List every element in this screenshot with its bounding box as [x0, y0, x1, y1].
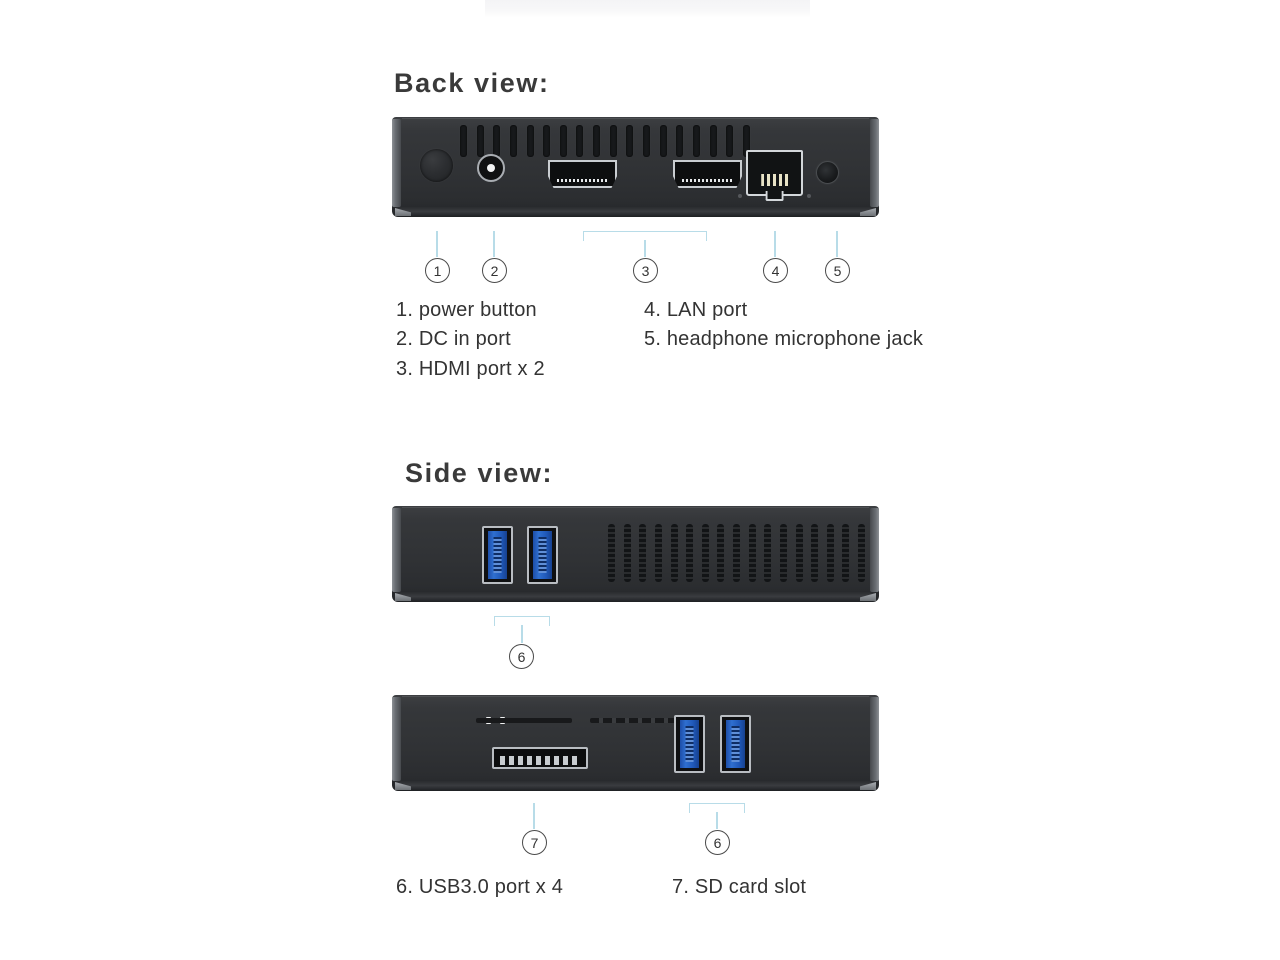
legend-item-3: 3. HDMI port x 2: [396, 358, 545, 380]
chassis-left-edge: [392, 697, 401, 781]
callout-marker-7: 7: [522, 830, 547, 855]
back-view-heading: Back view:: [394, 68, 550, 98]
usb-blue-insert: [532, 531, 553, 579]
side-panel-device-usb: [392, 506, 879, 602]
chassis-right-edge: [870, 697, 879, 781]
chassis-top-highlight: [402, 696, 869, 697]
callout-drop-6a: [521, 625, 523, 643]
sd-contact-pins: [499, 756, 581, 765]
side-view-callouts-top: 6: [494, 616, 550, 669]
callout-bracket-6a: [494, 616, 550, 626]
chassis-left-edge: [392, 119, 401, 207]
hdmi-pin-row: [682, 178, 733, 183]
hdmi-port-2[interactable]: [673, 160, 742, 188]
callout-line-1: [436, 231, 438, 257]
legend-item-2: 2. DC in port: [396, 328, 511, 350]
hdmi-pin-row: [557, 178, 608, 183]
callout-line-2: [493, 231, 495, 257]
usb-3-port-1[interactable]: [482, 526, 513, 584]
callout-marker-4: 4: [763, 258, 788, 283]
chassis-bottom-bevel: [396, 781, 875, 791]
device-chassis: [392, 695, 879, 791]
side-panel-device-sd: [392, 695, 879, 791]
callout-line-4: [774, 231, 776, 257]
lan-latch-notch: [765, 191, 784, 201]
callout-marker-6b: 6: [705, 830, 730, 855]
usb-blue-insert: [679, 720, 700, 768]
legend-item-7: 7. SD card slot: [672, 876, 807, 898]
lan-screw-left: [738, 194, 742, 198]
legend-item-1: 1. power button: [396, 299, 537, 321]
chassis-left-edge: [392, 508, 401, 592]
callout-marker-5: 5: [825, 258, 850, 283]
usb-3-port-3[interactable]: [674, 715, 705, 773]
back-view-callouts: 1 2 3 4 5: [0, 0, 1280, 300]
callout-marker-2: 2: [482, 258, 507, 283]
microsd-slit[interactable]: [476, 718, 572, 723]
callout-bracket-3: [583, 231, 707, 241]
dc-in-port[interactable]: [477, 154, 505, 182]
callout-bracket-6b: [689, 803, 745, 813]
side-view-heading: Side view:: [405, 458, 554, 488]
legend-item-4: 4. LAN port: [644, 299, 748, 321]
chassis-bottom-bevel: [396, 592, 875, 602]
sd-card-slot[interactable]: [492, 747, 588, 769]
back-vent-grille: [460, 125, 750, 157]
usb-blue-insert: [725, 720, 746, 768]
lan-screw-right: [807, 194, 811, 198]
callout-drop-6b: [716, 812, 718, 829]
side-view-callouts-bottom: 7 6: [522, 803, 745, 855]
chassis-bottom-bevel: [396, 207, 875, 217]
legend-item-5: 5. headphone microphone jack: [644, 328, 924, 350]
usb-3-port-2[interactable]: [527, 526, 558, 584]
hdmi-port-1[interactable]: [548, 160, 617, 188]
chassis-top-highlight: [402, 507, 869, 508]
back-panel-device: [392, 117, 879, 217]
callout-drop-3: [644, 240, 646, 257]
dc-center-pin: [486, 163, 496, 173]
headphone-microphone-jack[interactable]: [816, 161, 839, 184]
callout-line-7: [533, 803, 535, 829]
power-button-port[interactable]: [420, 149, 453, 182]
chassis-right-edge: [870, 119, 879, 207]
side-vent-grille: [608, 524, 865, 582]
chassis-right-edge: [870, 508, 879, 592]
usb-blue-insert: [487, 531, 508, 579]
lan-port[interactable]: [738, 150, 811, 201]
chassis-top-highlight: [402, 118, 869, 119]
lan-contact-pins: [760, 173, 789, 187]
cropped-image-remnant: [485, 0, 810, 18]
legend-item-6: 6. USB3.0 port x 4: [396, 876, 564, 898]
callout-marker-1: 1: [425, 258, 450, 283]
usb-3-port-4[interactable]: [720, 715, 751, 773]
label-slit: [590, 718, 680, 723]
callout-marker-6a: 6: [509, 644, 534, 669]
callout-marker-3: 3: [633, 258, 658, 283]
callout-line-5: [836, 231, 838, 257]
